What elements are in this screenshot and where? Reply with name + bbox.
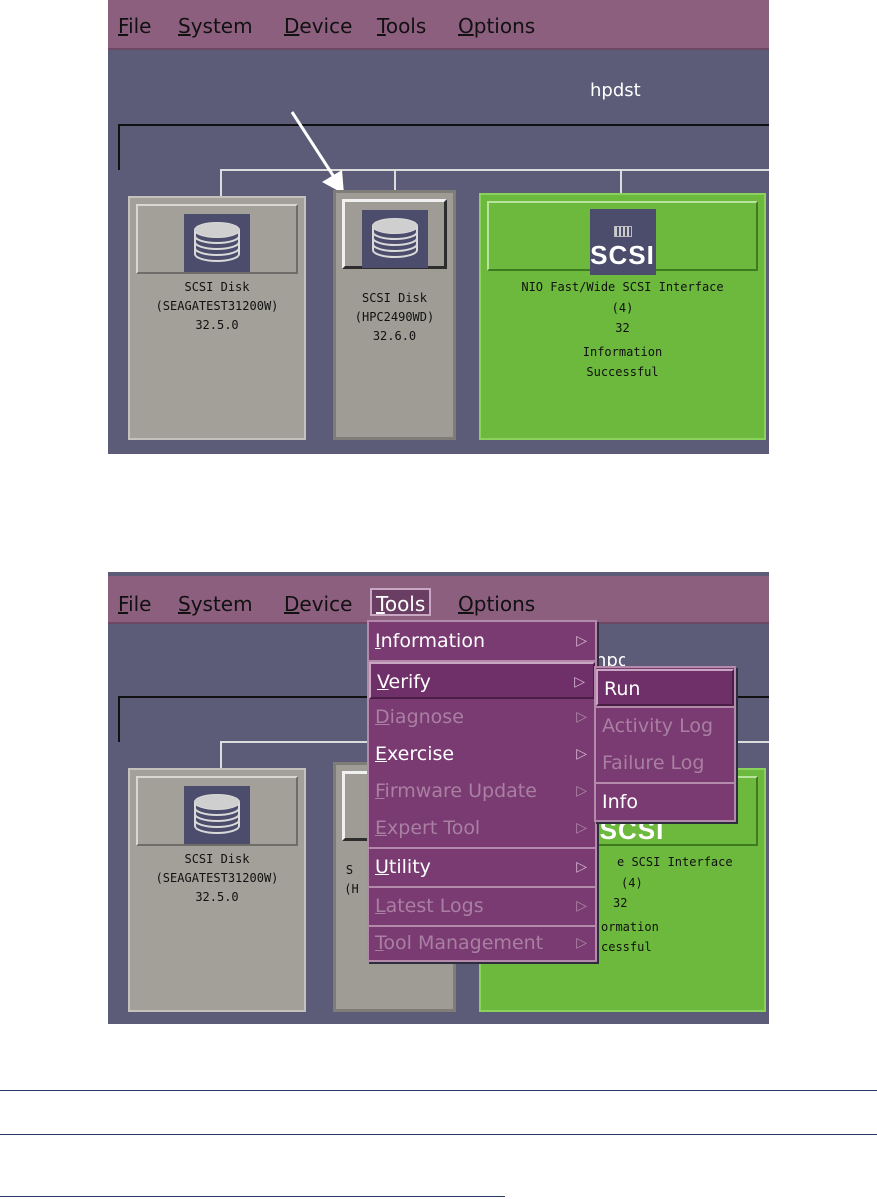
tile-title: SCSI Disk [184,852,250,866]
menu-tools[interactable]: Tools [377,14,427,38]
tile-model: (H [344,882,359,896]
tile-title: e SCSI Interface [617,855,733,869]
submenu-arrow-icon: ▷ [576,783,587,799]
annotation-arrow-icon [290,111,344,194]
tile-address: 32.5.0 [195,318,239,332]
menu-separator [369,660,595,662]
tile-model: (SEAGATEST31200W) [155,871,279,885]
menu-item-failure-log[interactable]: Failure Log [602,752,705,774]
divider-rule [0,1196,505,1197]
device-tile-scsi-interface[interactable]: SCSI NIO Fast/Wide SCSI Interface (4) 32… [479,193,766,440]
tile-status-result: Successful [586,365,659,379]
tools-dropdown-menu: Information▷ Verify▷ Diagnose▷ Exercise▷… [367,620,597,962]
tile-title: SCSI Disk [361,291,428,305]
submenu-arrow-icon: ▷ [576,898,587,914]
menu-item-tool-management[interactable]: Tool Management▷ [369,925,595,962]
divider-rule [0,1134,877,1135]
submenu-arrow-icon: ▷ [576,633,587,649]
device-link-1 [220,741,222,769]
scsi-logo-mark [613,226,632,237]
menu-device[interactable]: Device [284,14,353,38]
menu-item-diagnose[interactable]: Diagnose▷ [369,699,595,736]
tile-status-result: cessful [601,940,652,954]
screenshot-before: File System Device Tools Options hpdst S… [108,0,769,454]
tile-header [342,199,447,269]
submenu-arrow-icon: ▷ [576,709,587,725]
menu-separator [596,706,734,708]
scsi-logo-text: SCSI [590,240,655,270]
tile-status-info: Information [582,345,663,359]
device-bus-line [220,169,769,171]
scsi-icon: SCSI [589,209,656,275]
menu-item-utility[interactable]: Utility▷ [369,849,595,886]
menu-item-expert-tool[interactable]: Expert Tool▷ [369,810,595,847]
disk-stack-icon [184,786,250,844]
host-name: hpdst [590,80,641,101]
tile-header [136,776,298,846]
tile-header: SCSI [487,201,758,275]
bus-line-left [118,696,120,742]
tile-model: (SEAGATEST31200W) [155,299,279,313]
verify-submenu: Run Activity Log Failure Log Info [594,666,736,822]
menu-item-info[interactable]: Info [602,791,638,813]
device-tile-disk-1[interactable]: SCSI Disk (SEAGATEST31200W) 32.5.0 [128,768,306,1012]
tile-title: SCSI Disk [184,280,250,294]
bus-line [118,124,769,126]
bus-line-left [118,124,120,170]
menu-item-latest-logs[interactable]: Latest Logs▷ [369,888,595,925]
device-tile-disk-1[interactable]: SCSI Disk (SEAGATEST31200W) 32.5.0 [128,196,306,440]
menu-file[interactable]: File [118,592,152,616]
tile-model: (HPC2490WD) [354,310,435,324]
menu-item-run[interactable]: Run [596,669,734,706]
disk-stack-icon [361,210,428,268]
tile-title: S [345,863,354,877]
tile-address: 32.6.0 [372,329,417,343]
submenu-arrow-icon: ▷ [576,935,587,951]
menu-separator [369,847,595,849]
tile-address: 32 [615,321,630,335]
menu-device[interactable]: Device [284,592,353,616]
menu-tools[interactable]: Tools [370,588,432,616]
disk-stack-icon [184,214,250,272]
tile-instance: (4) [621,876,643,890]
submenu-arrow-icon: ▷ [576,820,587,836]
divider-rule [0,1090,877,1091]
menu-bar: File System Device Tools Options [108,572,769,624]
tile-title: NIO Fast/Wide SCSI Interface [521,280,724,294]
menu-file[interactable]: File [118,14,152,38]
menu-item-exercise[interactable]: Exercise▷ [369,736,595,773]
tile-status-info: ormation [601,920,659,934]
menu-item-verify[interactable]: Verify▷ [369,662,595,699]
menu-system[interactable]: System [178,592,253,616]
tile-address: 32 [613,896,628,910]
device-link-3 [620,169,622,193]
tile-header [136,204,298,274]
menu-separator [369,886,595,888]
submenu-arrow-icon: ▷ [574,674,585,690]
menu-item-firmware-update[interactable]: Firmware Update▷ [369,773,595,810]
screenshot-tools-menu-open: File System Device Tools Options hpdst S… [108,572,769,1024]
device-link-2 [394,169,396,191]
tile-instance: (4) [611,301,634,315]
menu-system[interactable]: System [178,14,253,38]
menu-bar: File System Device Tools Options [108,0,769,50]
device-tile-disk-2[interactable]: SCSI Disk (HPC2490WD) 32.6.0 [333,190,456,440]
menu-separator [596,782,734,784]
menu-separator [369,925,595,927]
device-link-1 [220,169,222,197]
menu-options[interactable]: Options [458,592,536,616]
tile-address: 32.5.0 [195,890,239,904]
menu-item-information[interactable]: Information▷ [369,623,595,660]
menu-options[interactable]: Options [458,14,536,38]
submenu-arrow-icon: ▷ [576,746,587,762]
submenu-arrow-icon: ▷ [576,859,587,875]
menu-item-activity-log[interactable]: Activity Log [602,715,714,737]
host-name: hpdst [595,650,625,671]
